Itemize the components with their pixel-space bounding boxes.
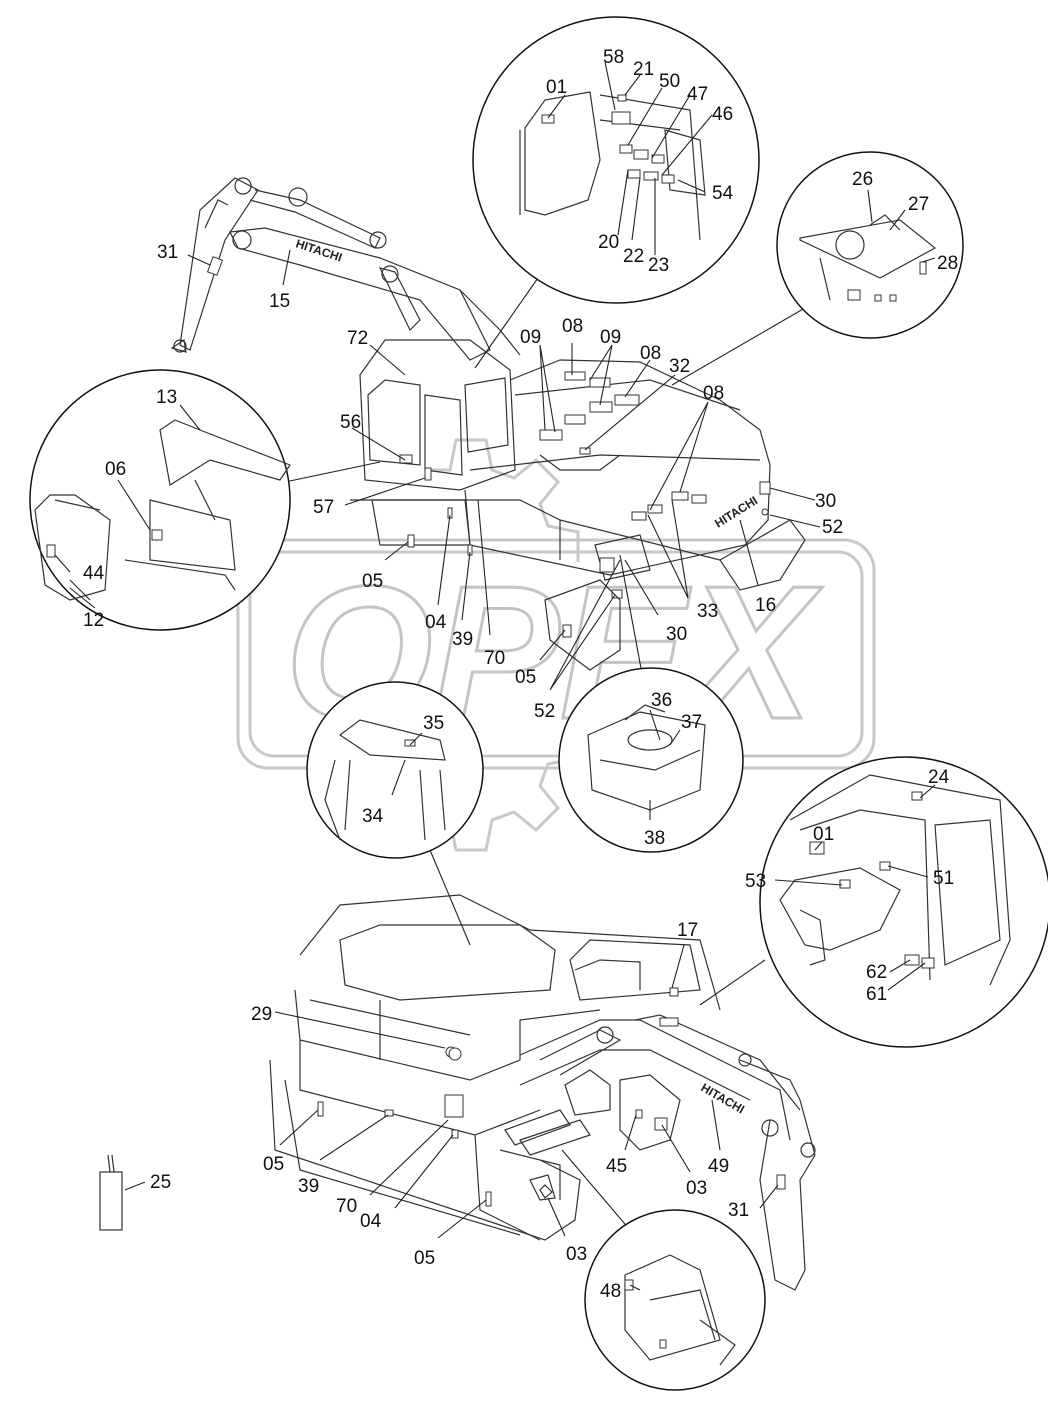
callout-label: 05 bbox=[362, 571, 383, 592]
callout-label: 70 bbox=[484, 648, 505, 669]
callout-label: 21 bbox=[633, 59, 654, 80]
callout-label: 04 bbox=[360, 1211, 382, 1232]
callout-label: 47 bbox=[687, 84, 708, 105]
callout-label: 30 bbox=[666, 624, 687, 645]
callout-label: 15 bbox=[269, 291, 290, 312]
callout-label: 52 bbox=[534, 701, 555, 722]
detail-bubble-cab-rear bbox=[699, 756, 1048, 1048]
callout-label: 01 bbox=[546, 77, 567, 98]
counterweight-brand-text: HITACHI bbox=[712, 493, 760, 530]
callout-label: 44 bbox=[83, 563, 105, 584]
callout-label: 08 bbox=[562, 316, 583, 337]
callout-label: 39 bbox=[298, 1176, 319, 1197]
boom-brand-text: HITACHI bbox=[294, 237, 344, 265]
detail-bubble-cab-interior bbox=[472, 16, 760, 369]
callout-label: 09 bbox=[600, 327, 621, 348]
callout-label: 08 bbox=[703, 383, 724, 404]
detail-bubble-roof-panel bbox=[671, 151, 964, 386]
callout-label: 22 bbox=[623, 246, 644, 267]
callout-labels: 58 21 50 47 46 01 54 20 22 23 26 27 28 3… bbox=[83, 47, 958, 1302]
callout-label: 72 bbox=[347, 328, 368, 349]
callout-label: 32 bbox=[669, 356, 690, 377]
callout-label: 13 bbox=[156, 387, 177, 408]
callout-label: 06 bbox=[105, 459, 126, 480]
callout-label: 30 bbox=[815, 491, 836, 512]
callout-label: 70 bbox=[336, 1196, 357, 1217]
callout-label: 08 bbox=[640, 343, 661, 364]
callout-label: 57 bbox=[313, 497, 334, 518]
callout-label: 09 bbox=[520, 327, 541, 348]
callout-label: 62 bbox=[866, 962, 887, 983]
callout-label: 54 bbox=[712, 183, 734, 204]
callout-label: 03 bbox=[566, 1244, 587, 1265]
callout-label: 20 bbox=[598, 232, 619, 253]
callout-label: 28 bbox=[937, 253, 958, 274]
leader-lines bbox=[54, 61, 936, 1291]
lower-excavator-drawing: HITACHI bbox=[269, 894, 816, 1291]
tag-25-drawing bbox=[99, 1154, 123, 1231]
callout-label: 38 bbox=[644, 828, 665, 849]
callout-label: 39 bbox=[452, 629, 473, 650]
detail-bubble-swing-motor bbox=[558, 554, 744, 853]
callout-label: 46 bbox=[712, 104, 733, 125]
callout-label: 33 bbox=[697, 601, 718, 622]
callout-label: 05 bbox=[263, 1154, 284, 1175]
callout-label: 23 bbox=[648, 255, 669, 276]
callout-label: 50 bbox=[659, 71, 680, 92]
callout-label: 29 bbox=[251, 1004, 272, 1025]
callout-label: 56 bbox=[340, 412, 361, 433]
callout-label: 26 bbox=[852, 169, 873, 190]
callout-label: 16 bbox=[755, 595, 776, 616]
callout-label: 05 bbox=[414, 1248, 435, 1269]
callout-label: 24 bbox=[928, 767, 950, 788]
callout-label: 25 bbox=[150, 1172, 171, 1193]
callout-label: 27 bbox=[908, 194, 929, 215]
callout-label: 03 bbox=[686, 1178, 707, 1199]
callout-label: 12 bbox=[83, 610, 104, 631]
callout-label: 49 bbox=[708, 1156, 729, 1177]
detail-bubble-left-console bbox=[29, 369, 381, 631]
callout-label: 04 bbox=[425, 612, 447, 633]
callout-label: 34 bbox=[362, 806, 384, 827]
callout-label: 31 bbox=[157, 242, 178, 263]
callout-label: 05 bbox=[515, 667, 536, 688]
callout-label: 53 bbox=[745, 871, 766, 892]
callout-label: 48 bbox=[600, 1281, 621, 1302]
callout-label: 17 bbox=[677, 920, 698, 941]
callout-label: 58 bbox=[603, 47, 624, 68]
callout-label: 52 bbox=[822, 517, 843, 538]
callout-label: 35 bbox=[423, 713, 444, 734]
callout-label: 45 bbox=[606, 1156, 627, 1177]
detail-bubble-step bbox=[561, 1149, 766, 1391]
callout-label: 36 bbox=[651, 690, 672, 711]
callout-label: 31 bbox=[728, 1200, 749, 1221]
callout-label: 01 bbox=[813, 824, 834, 845]
callout-label: 51 bbox=[933, 868, 954, 889]
callout-label: 61 bbox=[866, 984, 887, 1005]
callout-label: 37 bbox=[681, 712, 702, 733]
detail-bubble-hoses bbox=[306, 681, 484, 946]
